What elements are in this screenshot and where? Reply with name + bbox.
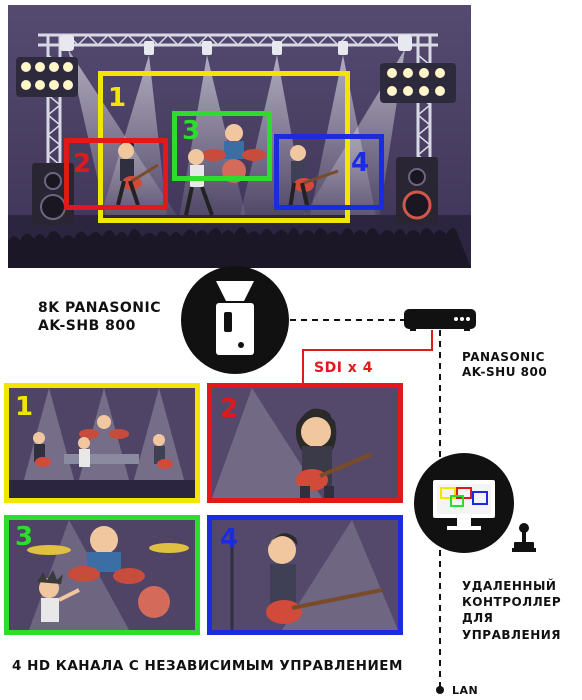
stage-region-label-2: 2 <box>73 149 92 179</box>
lan-label: LAN <box>452 684 479 697</box>
sdi-label: SDI x 4 <box>314 360 373 376</box>
monitor-icon <box>414 453 514 553</box>
stage-region-frame-4 <box>274 134 384 210</box>
sdi-line <box>302 330 433 384</box>
unit-name-line1: PANASONIC <box>462 350 545 364</box>
joystick <box>508 522 540 554</box>
controller-label-line1: УДАЛЕННЫЙ <box>462 579 557 593</box>
stage-region-frame-1 <box>98 71 350 223</box>
controller-label-line3: ДЛЯ УПРАВЛЕНИЯ <box>462 611 562 642</box>
lan-endpoint-dot <box>436 686 444 694</box>
unit-name: PANASONIC AK-SHU 800 <box>462 350 547 380</box>
output-label-1: 1 <box>15 392 34 422</box>
output-label-4: 4 <box>220 524 239 554</box>
stage-region-label-1: 1 <box>108 83 127 113</box>
controller-label: УДАЛЕННЫЙ КОНТРОЛЛЕР ДЛЯ УПРАВЛЕНИЯ <box>462 578 582 643</box>
output-pane-1: 1 <box>4 383 200 503</box>
controller-label-line2: КОНТРОЛЛЕР <box>462 595 562 610</box>
unit-name-line2: AK-SHU 800 <box>462 365 548 379</box>
controller-circle <box>413 452 515 554</box>
stage-region-frame-3 <box>172 111 272 181</box>
camera-control-unit <box>404 309 476 331</box>
output-pane-3: 3 <box>4 515 200 635</box>
stage-region-frame-2 <box>64 138 168 210</box>
output-label-2: 2 <box>220 394 239 424</box>
output-label-3: 3 <box>15 522 34 552</box>
concert-stage-illustration: 1 2 3 4 <box>8 5 471 268</box>
camera-name-line1: 8K PANASONIC <box>38 300 162 316</box>
joystick-icon <box>512 523 536 552</box>
camera-control-unit-icon <box>404 309 476 331</box>
output-pane-4: 4 <box>207 515 403 635</box>
camera-circle <box>180 265 290 375</box>
bottom-caption: 4 HD КАНАЛА С НЕЗАВИСИМЫМ УПРАВЛЕНИЕМ <box>12 658 403 674</box>
camera-icon <box>181 266 289 374</box>
output-pane-2: 2 <box>207 383 403 503</box>
camera-name-line2: AK-SHB 800 <box>38 317 136 334</box>
stage-region-label-4: 4 <box>351 148 370 178</box>
stage-region-label-3: 3 <box>182 116 201 146</box>
camera-name: 8K PANASONIC AK-SHB 800 <box>38 300 161 335</box>
